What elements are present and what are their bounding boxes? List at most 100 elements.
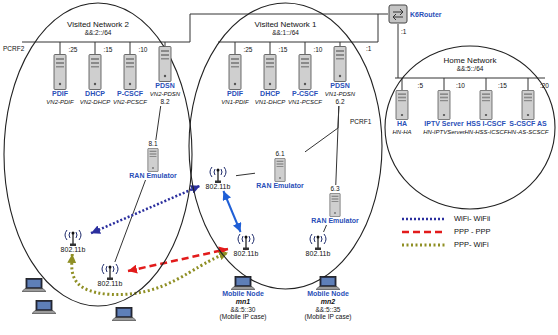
server-icon xyxy=(229,55,241,90)
lan-bus xyxy=(395,24,545,78)
server-icon xyxy=(228,54,242,90)
laptop-icon xyxy=(316,277,340,290)
legend-sample xyxy=(400,228,448,236)
interface-address: :25 xyxy=(243,46,252,54)
server-name: P-CSCF xyxy=(292,90,318,98)
server-name: PDIF xyxy=(227,90,243,98)
server: :5HAHN-HA xyxy=(381,82,423,136)
server-icon xyxy=(522,90,534,119)
server-icon xyxy=(124,55,136,90)
radio-standard: 802.11b xyxy=(61,246,86,254)
radio-standard: 802.11b xyxy=(234,250,259,258)
legend-text: WiFi- WiFii xyxy=(454,214,490,223)
node-id: mn2 xyxy=(321,298,335,306)
address: (Mobile IP case) xyxy=(305,313,352,320)
backbone-line xyxy=(190,14,388,15)
ran-emulator: 6.3RAN Emulator xyxy=(310,185,360,225)
server-name: PDSN xyxy=(330,82,349,90)
network-outline xyxy=(188,2,383,290)
server-name: DHCP xyxy=(85,90,105,98)
server-name: PDSN xyxy=(155,82,174,90)
server-icon xyxy=(53,54,67,90)
legend-row: PPP- WiFi xyxy=(400,238,491,251)
server-icon xyxy=(330,193,340,216)
server-name: HSS I-CSCF xyxy=(466,120,506,128)
host-name: VN2-DHCP xyxy=(80,98,111,106)
link-line xyxy=(115,180,146,262)
router-icon xyxy=(388,4,408,24)
mobile-node: Mobile Nodemn2&&:5::35(Mobile IP case) xyxy=(300,276,356,320)
server-icon xyxy=(438,90,450,119)
server-icon xyxy=(147,148,159,172)
network-outline xyxy=(189,3,382,289)
radio-standard: 802.11b xyxy=(306,250,331,258)
access-point: 802.11b xyxy=(228,232,264,258)
server-name: HA xyxy=(397,120,407,128)
element-label: :1 xyxy=(401,28,406,36)
server: PDSNVN1-PDSN6.2 xyxy=(323,46,358,106)
host-name: VN1-PDSN xyxy=(325,90,355,98)
server-name: RAN Emulator xyxy=(256,182,303,190)
antenna-icon xyxy=(234,232,258,250)
legend-text: PPP- WiFi xyxy=(454,240,489,249)
network-ellipse: Visited Network 2&&:2::/64:25PDIFVN2-PDI… xyxy=(3,2,193,307)
legend-line xyxy=(402,243,446,246)
host-name: HN-HSS-ICSCF xyxy=(465,128,508,136)
server: :25PDIFVN2-PDIF xyxy=(43,46,78,106)
legend-sample xyxy=(400,241,448,249)
legend-line xyxy=(402,217,446,220)
server: :15DHCPVN1-DHCP xyxy=(253,46,288,106)
access-point: 802.11b xyxy=(200,165,236,191)
host-name: VN1-DHCP xyxy=(255,98,286,106)
server-icon xyxy=(299,55,311,90)
server-icon xyxy=(263,54,277,90)
antenna-icon xyxy=(206,165,230,183)
access-point: 802.11b xyxy=(300,232,336,258)
interface-address: :20 xyxy=(540,82,549,90)
host-name: HN-AS-SCSCF xyxy=(507,128,548,136)
server: :15DHCPVN2-DHCP xyxy=(78,46,113,106)
host-name: VN1-PCSCF xyxy=(288,98,322,106)
element-label: PCRF2 xyxy=(3,45,24,53)
server-icon xyxy=(396,90,408,119)
host-name: VN1-PDIF xyxy=(221,98,248,106)
server-name: RAN Emulator xyxy=(311,217,358,225)
address: &&:5::30 xyxy=(231,306,256,313)
subnet-prefix: &&:1::/64 xyxy=(272,29,299,37)
link-line xyxy=(305,106,339,152)
radio-standard: 802.11b xyxy=(206,183,231,191)
server-icon xyxy=(480,90,492,119)
lan-bus xyxy=(22,14,190,42)
laptop-icon xyxy=(32,301,56,314)
server-name: DHCP xyxy=(260,90,280,98)
interface-address: 6.1 xyxy=(275,150,284,158)
interface-address: :15 xyxy=(498,82,507,90)
interface-address: :5 xyxy=(418,82,423,90)
link-line xyxy=(324,225,327,232)
network-ellipse: Home Network&&:5::/64:5HAHN-HA:10IPTV Se… xyxy=(384,45,556,210)
link-line xyxy=(236,173,255,175)
interface-address: 6.2 xyxy=(335,98,344,106)
node-id: mn1 xyxy=(236,298,250,306)
label-holder: PCRF1 xyxy=(350,118,371,126)
network-name: Home Network xyxy=(444,56,497,65)
server: :10P-CSCFVN1-PCSCF xyxy=(288,46,323,106)
element-label: PCRF1 xyxy=(350,118,371,126)
antenna-icon xyxy=(238,234,254,250)
host-name: VN2-PDSN xyxy=(150,90,180,98)
antenna-icon xyxy=(98,262,122,280)
server-stub xyxy=(235,42,340,54)
laptop-icon xyxy=(231,276,255,290)
ran-emulator: 6.1RAN Emulator xyxy=(255,150,305,190)
laptop-icon xyxy=(22,279,46,292)
link-line xyxy=(91,186,200,233)
subnet-prefix: &&:2::/64 xyxy=(85,29,112,37)
antenna-icon xyxy=(210,167,226,183)
server-icon xyxy=(148,148,158,171)
ran-emulator: 8.1RAN Emulator xyxy=(128,140,178,180)
server-icon xyxy=(298,54,312,90)
network-name: Visited Network 2 xyxy=(67,20,129,29)
server: :10P-CSCFVN2-PCSCF xyxy=(113,46,148,106)
access-point: 802.11b xyxy=(92,262,128,288)
server-icon xyxy=(437,90,451,120)
